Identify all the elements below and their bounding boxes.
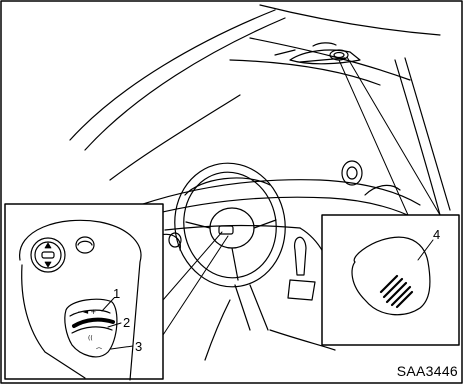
svg-text:⌒: ⌒ bbox=[96, 348, 102, 355]
callout-2: 2 bbox=[123, 316, 130, 329]
headliner-microphone bbox=[313, 43, 348, 60]
figure-reference-code: SAA3446 bbox=[397, 363, 458, 379]
svg-text:((: (( bbox=[88, 335, 93, 342]
callout-3: 3 bbox=[135, 340, 142, 353]
leader-lines-switches bbox=[163, 232, 228, 335]
svg-text:- ◄ +: - ◄ + bbox=[78, 308, 96, 316]
callout-1: 1 bbox=[113, 287, 120, 300]
callout-4: 4 bbox=[433, 228, 440, 241]
